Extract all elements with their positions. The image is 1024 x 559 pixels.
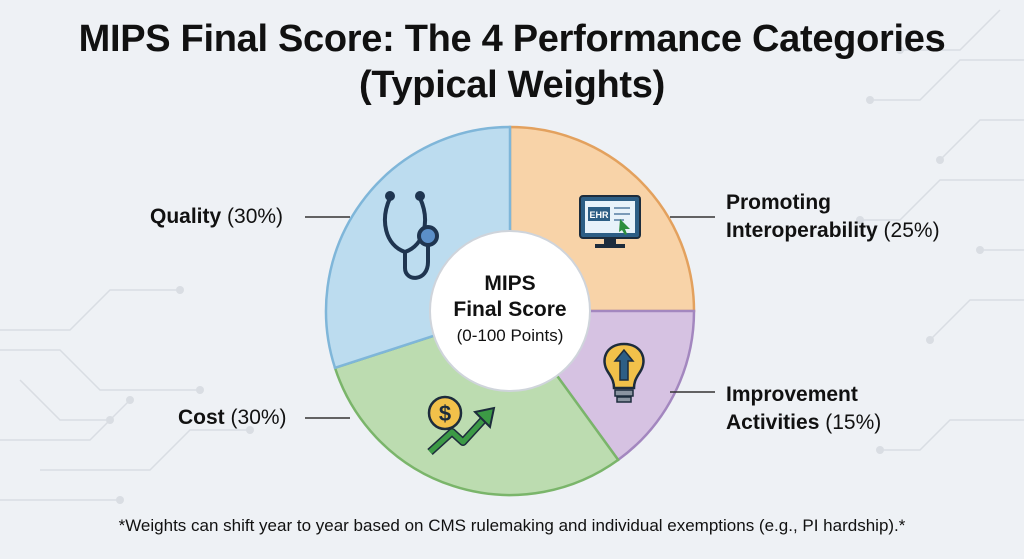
label-pi-pct: (25%) <box>883 219 940 242</box>
label-ia: Improvement Activities (15%) <box>726 381 881 437</box>
center-line-2: Final Score <box>453 298 566 321</box>
label-quality-name: Quality <box>150 205 222 228</box>
label-pi-name-1: Promoting <box>726 191 831 214</box>
title-line-2: (Typical Weights) <box>359 64 665 106</box>
label-cost-pct: (30%) <box>230 406 287 429</box>
label-quality: Quality (30%) <box>150 203 283 231</box>
label-ia-pct: (15%) <box>825 411 882 434</box>
label-ia-name-1: Improvement <box>726 383 858 406</box>
label-cost-name: Cost <box>178 406 225 429</box>
center-line-1: MIPS <box>484 272 535 295</box>
label-cost: Cost (30%) <box>178 404 287 432</box>
center-circle <box>429 230 591 392</box>
center-line-3: (0-100 Points) <box>457 326 564 345</box>
label-pi: Promoting Interoperability (25%) <box>726 189 940 245</box>
leader-lines <box>305 216 715 419</box>
ehr-text: EHR <box>589 210 609 220</box>
lightbulb-arrow-icon <box>603 342 645 403</box>
title-line-1: MIPS Final Score: The 4 Performance Cate… <box>78 18 946 60</box>
label-ia-name-2: Activities <box>726 411 820 434</box>
dollar-growth-icon: $ <box>427 395 496 455</box>
stethoscope-icon <box>383 191 439 280</box>
label-pi-name-2: Interoperability <box>726 219 878 242</box>
pie-slice-cost <box>333 309 620 497</box>
chart-title: MIPS Final Score: The 4 Performance Cate… <box>0 16 1024 108</box>
svg-text:$: $ <box>439 401 451 426</box>
label-quality-pct: (30%) <box>227 205 284 228</box>
ehr-monitor-icon: EHR <box>579 195 641 248</box>
footnote: *Weights can shift year to year based on… <box>118 516 906 535</box>
